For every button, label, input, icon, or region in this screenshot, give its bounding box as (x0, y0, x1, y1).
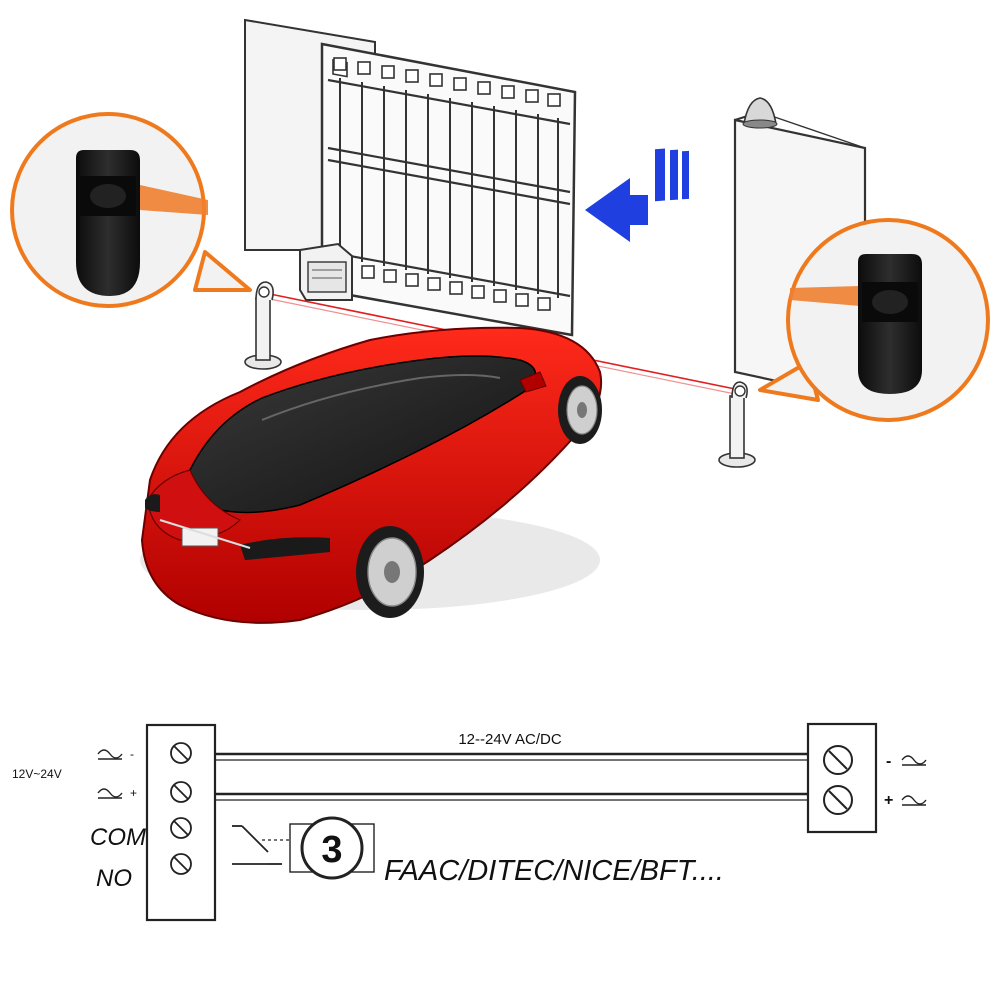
step-number: 3 (321, 829, 342, 871)
right-sensor-callout (758, 218, 990, 422)
gate-motor (299, 242, 353, 301)
left-post-sensor (244, 281, 282, 370)
minus-sign-left: - (130, 747, 134, 761)
power-wires (215, 752, 808, 801)
left-sensor-icon (76, 150, 140, 296)
warning-lamp-icon (742, 97, 778, 129)
left-terminal-screws (170, 742, 192, 875)
ac-wave-icon (97, 749, 123, 760)
plus-sign-right: + (884, 792, 893, 809)
ac-wave-icon (901, 795, 927, 806)
arrow-left-icon (585, 148, 689, 242)
com-label: COM (90, 824, 146, 851)
line-voltage-label: 12--24V AC/DC (458, 731, 562, 748)
right-terminal-screws (823, 745, 853, 815)
wiring-diagram: 12--24V AC/DC 12V~24V - + COM NO 3 (12, 722, 927, 922)
left-sensor-callout (10, 112, 252, 308)
plus-sign-left: + (130, 786, 137, 800)
right-post-sensor (718, 381, 756, 468)
sliding-gate (320, 42, 577, 337)
minus-sign-right: - (886, 753, 891, 770)
right-terminal-block (806, 722, 878, 834)
brands-label: FAAC/DITEC/NICE/BFT.... (384, 855, 724, 887)
no-label: NO (96, 865, 132, 892)
relay-switch-icon (232, 825, 290, 865)
right-sensor-icon (858, 254, 922, 394)
voltage-label: 12V~24V (12, 767, 62, 781)
red-car (140, 326, 603, 624)
ac-wave-icon (97, 788, 123, 799)
step-number-badge: 3 (289, 816, 375, 880)
ac-wave-icon (901, 755, 927, 766)
gate-scene (10, 18, 990, 624)
